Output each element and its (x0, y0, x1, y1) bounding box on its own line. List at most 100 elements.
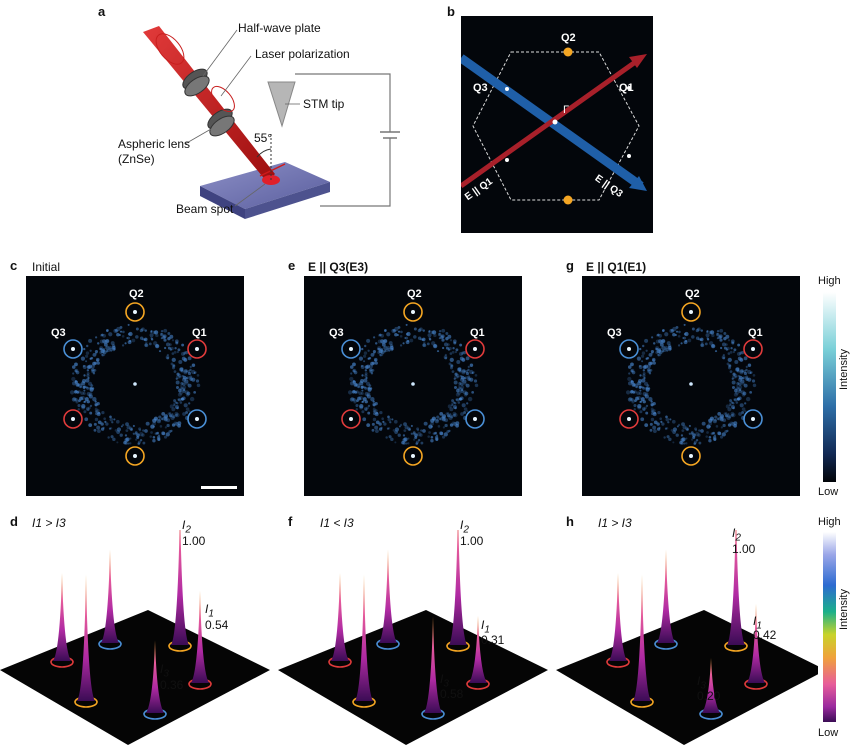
speckle-dot (655, 339, 660, 344)
speckle-dot (357, 385, 360, 389)
fft-label-q1: Q1 (748, 327, 763, 339)
speckle-dot (390, 437, 394, 442)
speckle-dot (451, 399, 455, 403)
speckle-dot (705, 435, 708, 438)
speckle-dot (105, 339, 110, 343)
speckle-dot (677, 344, 681, 347)
speckle-dot (186, 391, 191, 396)
speckle-dot (695, 439, 699, 442)
speckle-dot (85, 354, 89, 358)
speckle-dot (438, 329, 442, 333)
speckle-dot (158, 415, 162, 419)
speckle-dot (419, 327, 423, 332)
speckle-dot (462, 379, 467, 384)
colorbar-top (823, 292, 836, 482)
speckle-dot (695, 336, 700, 340)
speckle-dot (725, 348, 729, 351)
speckle-dot (731, 380, 736, 385)
speckle-dot (455, 423, 459, 428)
speckle-dot (177, 348, 181, 352)
label-laser-polarization: Laser polarization (255, 47, 350, 61)
surface-panel-d (0, 530, 270, 745)
speckle-dot (155, 343, 160, 349)
peak-dot (689, 454, 693, 458)
speckle-dot (708, 436, 712, 439)
speckle-dot (439, 431, 444, 436)
speckle-dot (185, 407, 190, 411)
speckle-dot (457, 375, 460, 379)
speckle-dot (116, 427, 122, 432)
peak-ring (681, 446, 701, 466)
speckle-dot (642, 374, 646, 378)
speckle-dot (428, 338, 432, 341)
speckle-dot (96, 342, 100, 345)
speckle-dot (737, 386, 740, 389)
speckle-dot (178, 388, 182, 393)
speckle-dot (101, 348, 106, 353)
speckle-dot (628, 372, 631, 375)
speckle-dot (652, 409, 656, 413)
speckle-dot (438, 332, 441, 335)
speckle-dot (697, 327, 701, 332)
speckle-dot (417, 432, 422, 437)
speckle-dot (733, 373, 738, 378)
speckle-dot (732, 372, 736, 376)
speckle-dot (454, 402, 457, 405)
speckle-dot (363, 386, 366, 389)
speckle-dot (148, 342, 152, 346)
speckle-dot (464, 376, 468, 380)
speckle-dot (383, 345, 388, 351)
speckle-dot (447, 404, 452, 409)
speckle-dot (157, 418, 161, 422)
speckle-dot (737, 377, 743, 382)
speckle-dot (166, 418, 171, 423)
speckle-dot (164, 435, 168, 439)
peak-q1-left (609, 573, 627, 661)
peak-ring (187, 339, 207, 359)
panel-g-letter: g (566, 258, 574, 273)
speckle-dot (467, 368, 470, 372)
speckle-dot (160, 333, 164, 337)
speckle-dot (109, 415, 112, 419)
speckle-dot (75, 370, 80, 375)
speckle-dot (93, 422, 97, 426)
speckle-dot (74, 398, 78, 402)
speckle-dot (372, 417, 377, 422)
speckle-dot (675, 433, 679, 437)
speckle-dot (100, 427, 105, 431)
speckle-dot (377, 339, 382, 344)
speckle-dot (361, 385, 364, 389)
speckle-dot (93, 361, 98, 365)
speckle-dot (651, 410, 654, 413)
speckle-dot (402, 441, 406, 445)
speckle-dot (720, 435, 724, 439)
peak-dot (349, 417, 353, 421)
panel-c-letter: c (10, 258, 18, 273)
speckle-dot (177, 398, 180, 401)
peak-dot (689, 310, 693, 314)
speckle-dot (378, 422, 382, 426)
speckle-dot (113, 328, 118, 333)
panel-h-letter: h (566, 514, 574, 529)
label-aspheric-lens: Aspheric lens (118, 137, 191, 151)
speckle-dot (434, 437, 439, 441)
speckle-dot (77, 408, 80, 411)
speckle-dot (414, 435, 418, 439)
speckle-dot (183, 403, 188, 408)
speckle-dot (119, 330, 123, 333)
panel-f-letter: f (288, 514, 293, 529)
speckle-dot (742, 391, 747, 396)
speckle-dot (350, 381, 355, 386)
center-peak (133, 382, 137, 386)
speckle-dot (121, 423, 125, 427)
speckle-dot (720, 414, 724, 419)
speckle-dot (174, 339, 179, 344)
speckle-dot (417, 336, 422, 340)
speckle-dot (416, 427, 420, 431)
speckle-dot (361, 389, 364, 392)
speckle-dot (711, 432, 715, 435)
speckle-dot (182, 374, 185, 377)
speckle-dot (639, 410, 643, 414)
peak-ring (619, 339, 639, 359)
speckle-dot (685, 442, 688, 445)
